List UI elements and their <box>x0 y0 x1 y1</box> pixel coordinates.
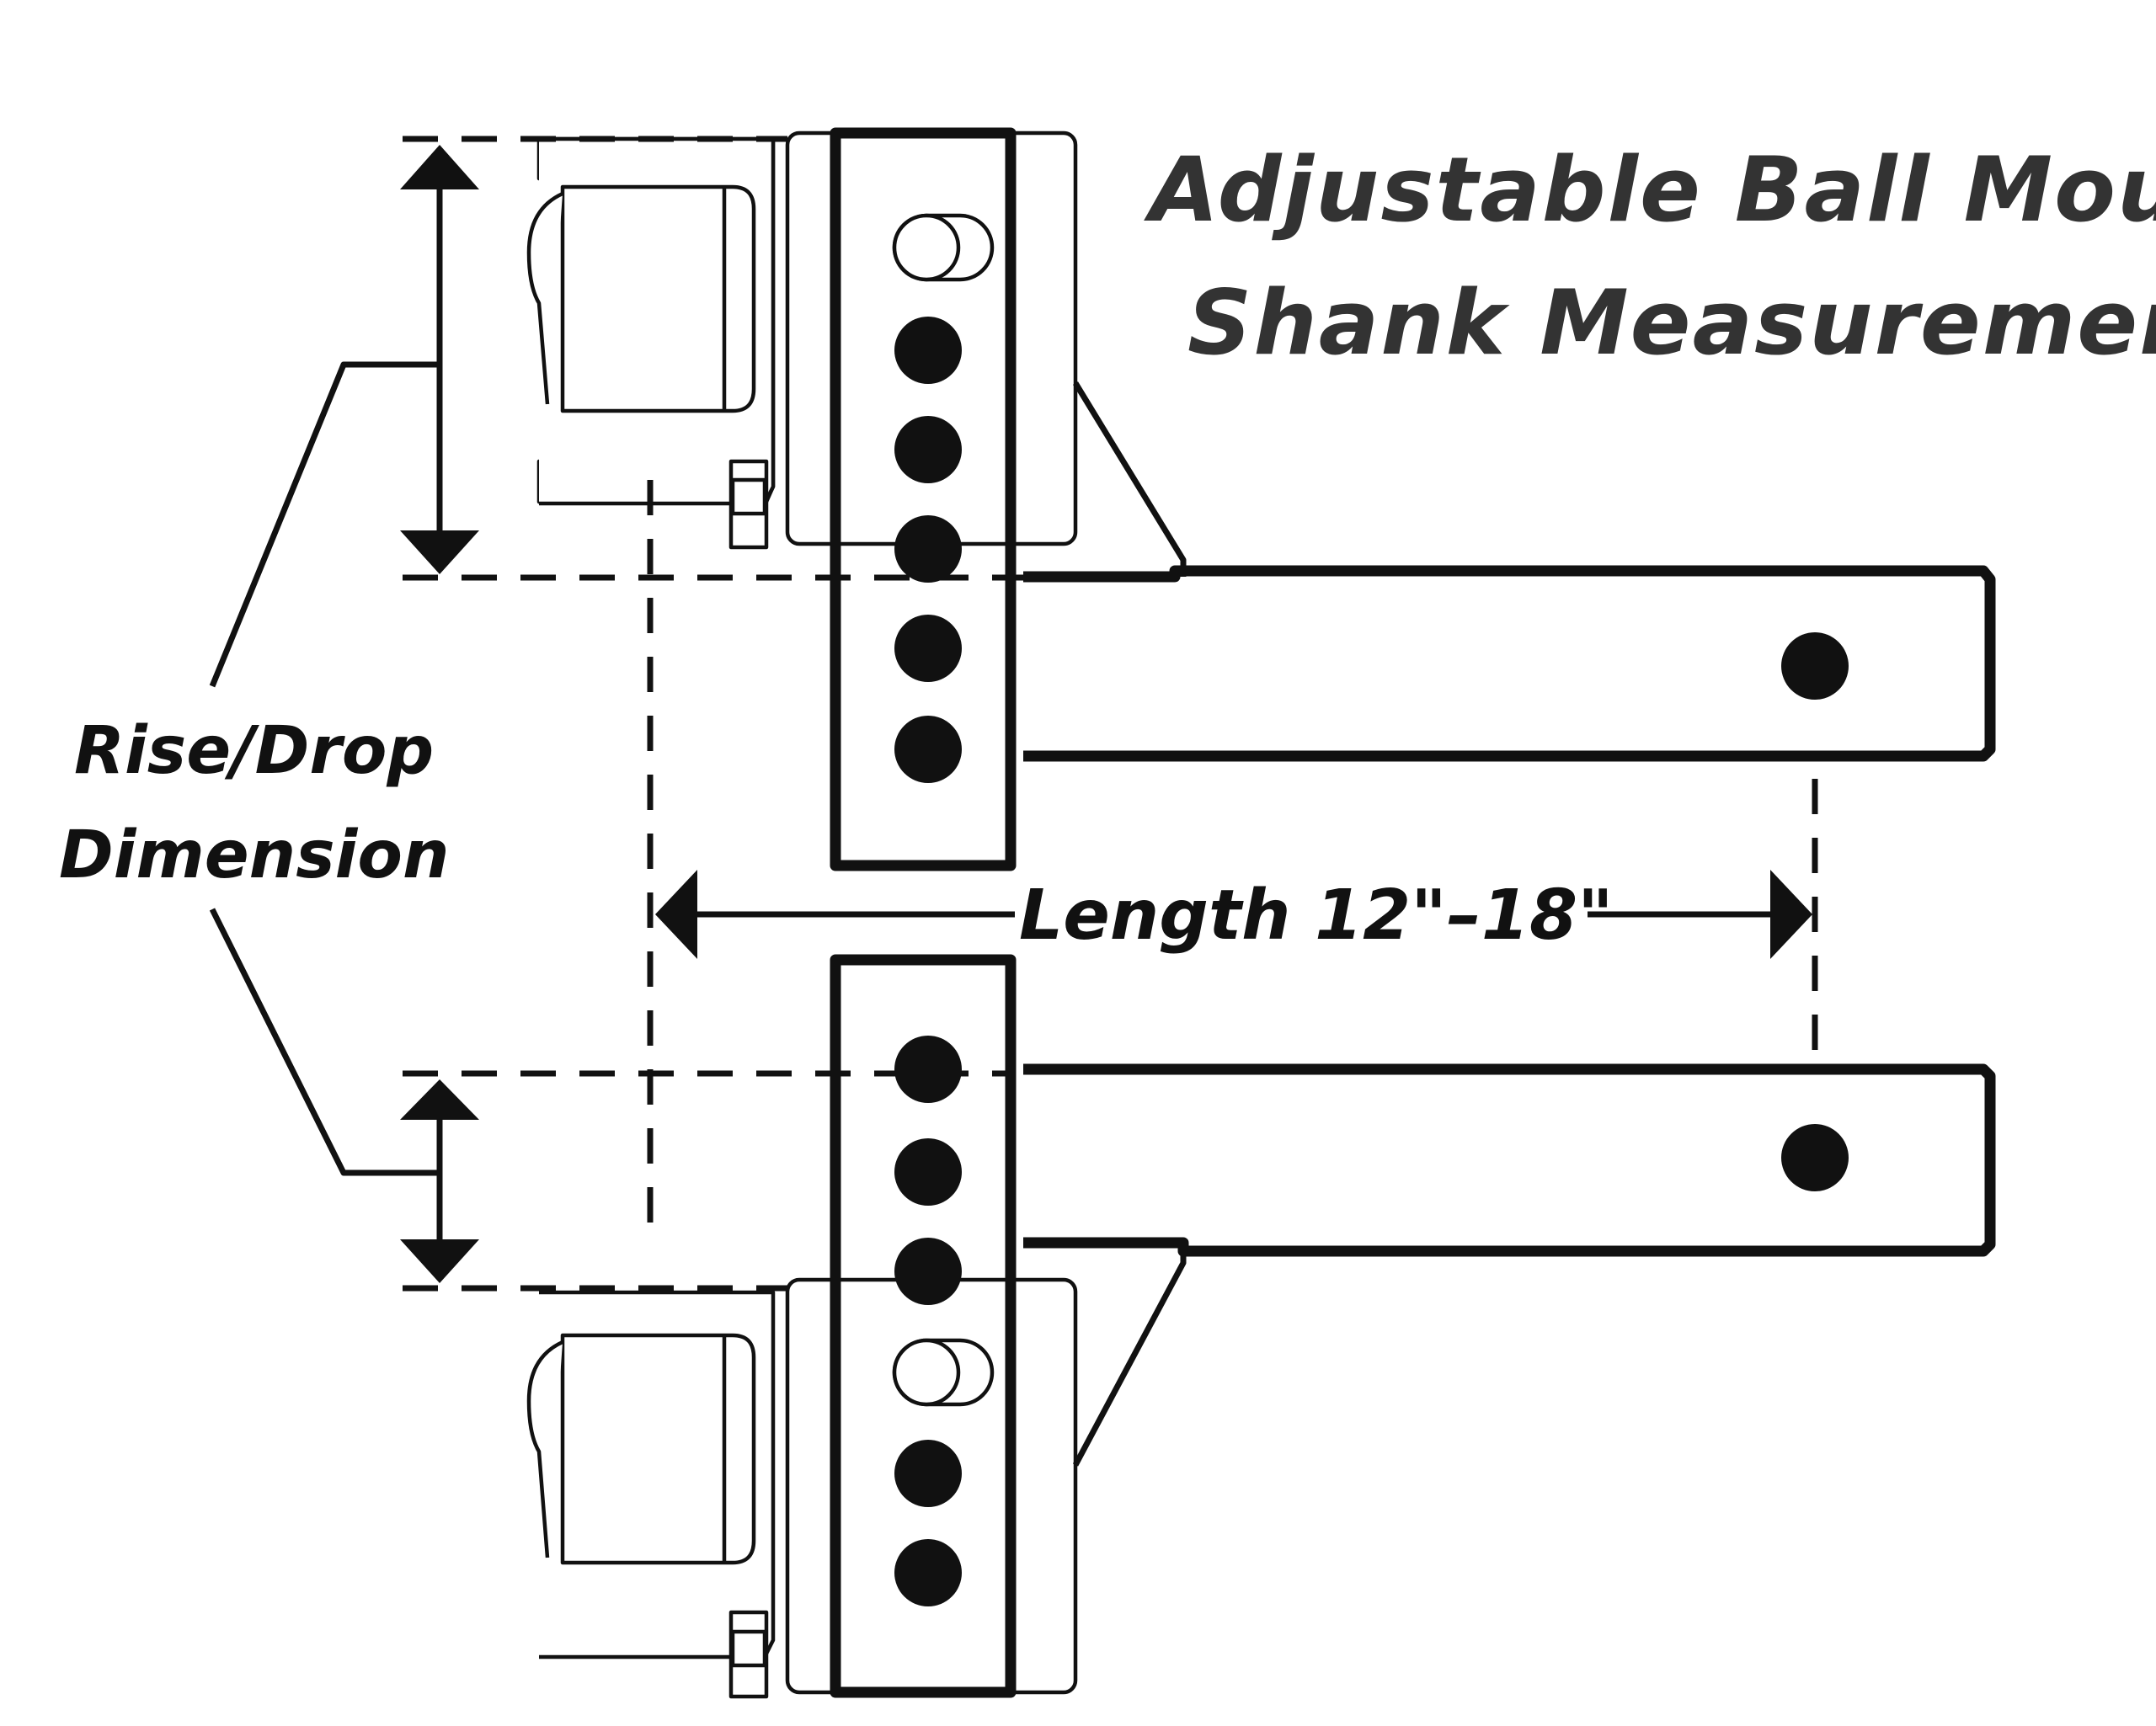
rise-leader-line <box>209 361 440 688</box>
title: Adjustable Ball Mount Shank Measurements <box>1144 138 2156 375</box>
top-ball-lip <box>526 191 563 405</box>
bottom-adjust-hole <box>894 1440 962 1507</box>
reference-lines <box>403 136 1818 1292</box>
top-adjust-hole <box>894 615 962 682</box>
rise-drop-label-line-2: Dimension <box>59 818 449 893</box>
length-arrow-right <box>1770 870 1812 959</box>
bottom-head-plate <box>830 954 1017 1698</box>
bottom-adjust-hole <box>894 1138 962 1206</box>
top-head-plate <box>830 127 1017 871</box>
bottom-adjust-hole <box>894 1539 962 1606</box>
drop-leader-line <box>209 908 440 1176</box>
top-rise-arrow-up <box>400 145 479 189</box>
bottom-adjust-hole <box>894 1238 962 1305</box>
top-adjust-hole <box>894 716 962 783</box>
top-slot-hole <box>892 213 995 282</box>
bottom-slot-hole <box>892 1338 995 1407</box>
top-adjust-hole <box>894 416 962 483</box>
length-arrow-left <box>655 870 697 959</box>
bottom-adjust-hole <box>894 1036 962 1103</box>
top-ball-mount <box>526 127 1996 871</box>
bottom-ball-mount <box>526 954 1996 1699</box>
bottom-drop-arrow-up <box>400 1079 479 1120</box>
top-gusset <box>1073 381 1187 577</box>
rise-drop-dimension: Rise/Drop Dimension <box>59 145 479 1283</box>
bottom-gusset <box>1072 1248 1187 1467</box>
bottom-shank <box>1023 1063 1996 1257</box>
bottom-hitch-pin-hole <box>1781 1124 1849 1191</box>
top-ball-pad <box>560 184 756 413</box>
length-label: Length 12"–18" <box>1019 876 1614 956</box>
title-line-2: Shank Measurements <box>1187 271 2156 375</box>
length-dimension: Length 12"–18" <box>655 870 1812 959</box>
top-adjust-hole <box>894 317 962 384</box>
bottom-ball-pad <box>560 1333 756 1565</box>
top-adjust-hole <box>894 515 962 583</box>
bottom-drop-arrow-down <box>400 1239 479 1283</box>
rise-drop-label-line-1: Rise/Drop <box>74 713 434 789</box>
top-rise-arrow-down <box>400 530 479 574</box>
bottom-ball-lip <box>526 1340 563 1558</box>
top-hitch-pin-hole <box>1781 632 1849 700</box>
title-line-1: Adjustable Ball Mount <box>1144 138 2156 242</box>
